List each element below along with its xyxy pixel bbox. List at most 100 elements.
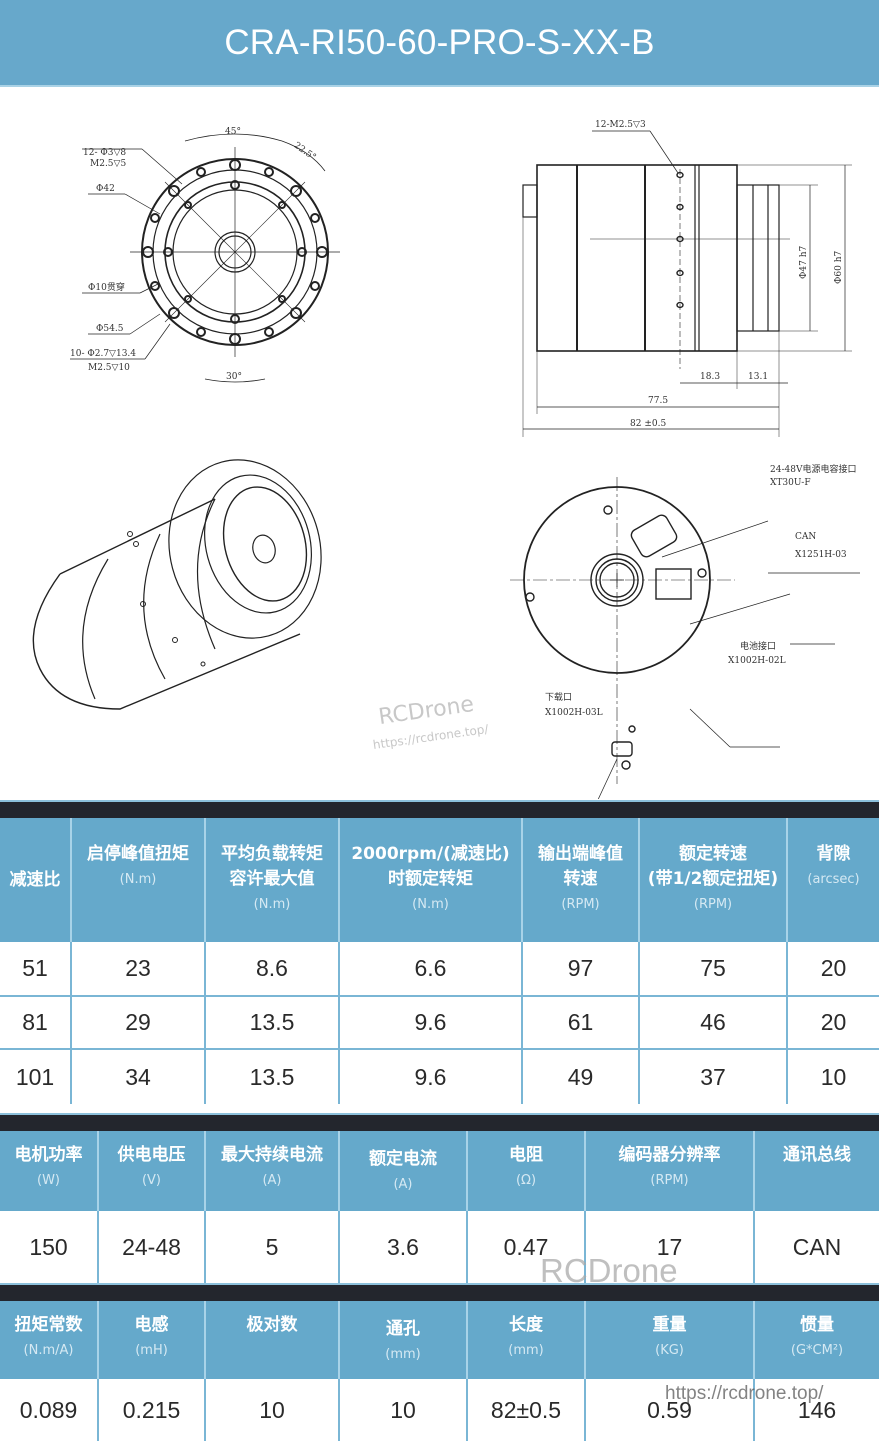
table-header-row: 电机功率(W) 供电电压(V) 最大持续电流(A) 额定电流(A) 电阻(Ω) … [0,1131,879,1211]
table-cell: 37 [640,1050,788,1104]
header-cell: 平均负载转矩 容许最大值(N.m) [206,818,340,942]
dim-82: 82 ±0.5 [630,419,666,429]
table-cell: 49 [523,1050,640,1104]
rear-label-can-part: X1251H-03 [795,550,847,560]
front-label-6: 10- Φ2.7▽13.4 [70,349,136,359]
table-cell: 34 [72,1050,206,1104]
dim-18-3: 18.3 [700,372,720,382]
watermark-brand-overlay: RCDrone [540,1252,678,1289]
header-cell: 电机功率(W) [0,1131,99,1211]
header-cell: 背隙(arcsec) [807,844,860,887]
table-cell: 8.6 [206,942,340,995]
iso-view-drawing [32,459,322,710]
table-cell: 29 [72,997,206,1048]
rear-label-power-part: XT30U-F [770,478,811,488]
table-cell: 17 [586,1211,755,1283]
table-cell: 13.5 [206,997,340,1048]
table-row: 81 29 13.5 9.6 61 46 20 [0,997,879,1050]
table-cell: 5 [206,1211,340,1283]
front-label-1: 12- Φ3▽8 [83,148,126,158]
header-cell: 扭矩常数(N.m/A) [0,1301,99,1379]
table-cell: 61 [523,997,640,1048]
table-cell: CAN [792,1233,842,1260]
electrical-spec-table: 电机功率(W) 供电电压(V) 最大持续电流(A) 额定电流(A) 电阻(Ω) … [0,1113,879,1283]
header-cell: 减速比 [0,818,72,942]
table-header-row: 减速比 启停峰值扭矩(N.m) 平均负载转矩 容许最大值(N.m) 2000rp… [0,818,879,942]
table-cell: 146 [797,1396,837,1423]
title-bar: CRA-RI50-60-PRO-S-XX-B [0,0,879,87]
table-cell: 0.215 [99,1379,206,1441]
header-cell: 惯量(G*CM²) [790,1315,844,1358]
rear-label-can: CAN [795,532,816,542]
front-view-drawing [70,133,340,383]
header-cell: 额定电流(A) [340,1131,468,1211]
watermark-url-overlay: https://rcdrone.top/ [665,1383,824,1404]
table-divider [0,1113,879,1131]
rear-label-download-part: X1002H-03L [545,708,603,718]
front-label-3: Φ42 [96,184,115,194]
table-cell: 0.59 [586,1379,755,1441]
angle-45: 45° [225,127,241,137]
table-cell: 46 [640,997,788,1048]
header-cell: 通讯总线 [783,1145,851,1165]
front-label-7: M2.5▽10 [88,363,130,373]
reduction-spec-table: 减速比 启停峰值扭矩(N.m) 平均负载转矩 容许最大值(N.m) 2000rp… [0,800,879,1104]
side-label-3: Φ60 h7 [834,251,844,284]
front-label-4: Φ10贯穿 [88,281,125,293]
table-header-row: 扭矩常数(N.m/A) 电感(mH) 极对数 通孔(mm) 长度(mm) 重量(… [0,1301,879,1379]
header-cell: 供电电压(V) [99,1131,206,1211]
table-cell: 20 [820,955,847,981]
angle-30: 30° [226,372,242,382]
header-cell: 编码器分辨率(RPM) [586,1131,755,1211]
rear-label-battery: 电池接口 [740,640,776,652]
front-label-2: M2.5▽5 [90,159,126,169]
header-cell: 极对数 [206,1301,340,1379]
table-cell: 0.089 [0,1379,99,1441]
product-title: CRA-RI50-60-PRO-S-XX-B [224,22,655,62]
table-cell: 150 [0,1211,99,1283]
header-cell: 电感(mH) [99,1301,206,1379]
table-cell: 75 [640,942,788,995]
table-cell: 0.47 [468,1211,586,1283]
table-row: 150 24-48 5 3.6 0.47 17 CAN [0,1211,879,1283]
dim-13-1: 13.1 [748,372,768,382]
table-cell: 10 [206,1379,340,1441]
header-cell: 2000rpm/(减速比) 时额定转矩(N.m) [340,818,523,942]
table-cell: 97 [523,942,640,995]
side-view-drawing [522,130,852,437]
header-cell: 长度(mm) [468,1301,586,1379]
table-cell: 101 [0,1050,72,1104]
rear-label-download: 下载口 [545,691,572,703]
table-cell: 81 [0,997,72,1048]
table-cell: 24-48 [99,1211,206,1283]
side-label-2: Φ47 h7 [799,246,809,279]
rear-label-battery-part: X1002H-02L [728,656,786,666]
header-cell: 最大持续电流(A) [206,1131,340,1211]
table-cell: 10 [340,1379,468,1441]
table-cell: 20 [820,1009,847,1035]
header-cell: 额定转速 (带1/2额定扭矩)(RPM) [640,818,788,942]
table-cell: 13.5 [206,1050,340,1104]
table-row: 0.089 0.215 10 10 82±0.5 0.59 146 [0,1379,879,1441]
header-cell: 输出端峰值 转速(RPM) [523,818,640,942]
table-cell: 23 [72,942,206,995]
watermark-brand: RCDrone [377,692,476,730]
table-cell: 9.6 [340,1050,523,1104]
rear-view-drawing [510,477,860,799]
table-divider [0,1283,879,1301]
dim-77-5: 77.5 [648,396,668,406]
table-cell: 82±0.5 [468,1379,586,1441]
table-row: 101 34 13.5 9.6 49 37 10 [0,1050,879,1104]
header-cell: 重量(KG) [586,1301,755,1379]
angle-22-5: 22.5° [292,141,318,163]
table-cell: 3.6 [340,1211,468,1283]
front-label-5: Φ54.5 [96,324,124,334]
header-cell: 通孔(mm) [340,1301,468,1379]
table-cell: 9.6 [340,997,523,1048]
header-cell: 电阻(Ω) [468,1131,586,1211]
side-label-1: 12-M2.5▽3 [595,120,646,130]
table-cell: 10 [820,1063,847,1090]
table-divider [0,800,879,818]
drawing-canvas: 12- Φ3▽8 M2.5▽5 Φ42 Φ10贯穿 Φ54.5 10- Φ2.7… [32,120,860,799]
header-cell: 启停峰值扭矩(N.m) [72,818,206,942]
